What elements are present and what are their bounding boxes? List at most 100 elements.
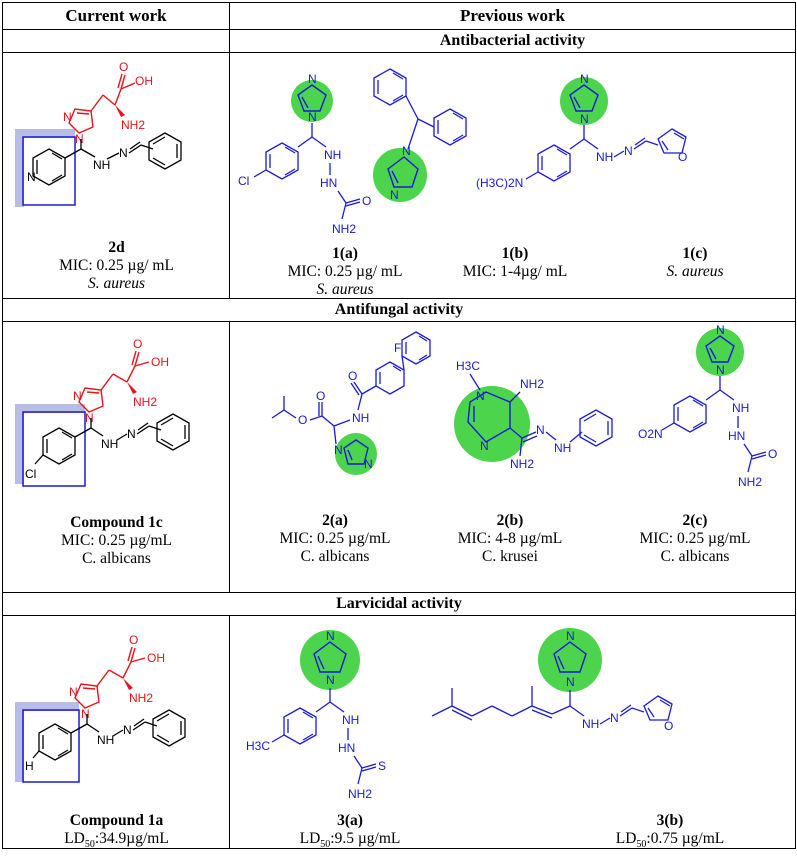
section-antifungal-title-row: Antifungal activity xyxy=(2,298,796,322)
svg-text:N: N xyxy=(127,427,136,441)
svg-text:O: O xyxy=(678,150,687,164)
label-2d: 2d MIC: 0.25 µg/ mL S. aureus xyxy=(59,239,174,292)
svg-text:N: N xyxy=(123,723,132,737)
svg-text:NH2: NH2 xyxy=(738,475,762,489)
header-previous-work: Previous work xyxy=(229,2,796,30)
label-1b: 1(b) MIC: 1-4µg/ mL xyxy=(462,245,568,280)
section-antibacterial-row: N N N O OH xyxy=(2,52,796,299)
svg-text:N: N xyxy=(308,110,317,124)
svg-text:O: O xyxy=(298,413,307,427)
svg-text:(H3C)2N: (H3C)2N xyxy=(476,176,523,190)
svg-text:H3C: H3C xyxy=(246,739,270,753)
label-2a: 2(a) MIC: 0.25 µg/mL C. albicans xyxy=(279,512,391,565)
svg-text:NH: NH xyxy=(596,150,613,164)
svg-text:NH: NH xyxy=(582,717,599,731)
svg-text:N: N xyxy=(81,707,90,721)
svg-text:Cl: Cl xyxy=(25,467,36,481)
svg-text:NH: NH xyxy=(101,437,118,451)
svg-text:N: N xyxy=(390,188,399,202)
svg-text:OH: OH xyxy=(147,651,165,665)
section-larvicidal-row: H N N O OH NH2 xyxy=(2,615,796,849)
svg-text:NH: NH xyxy=(93,158,110,172)
previous-work-larvicidal: N N H3C NH HN S xyxy=(229,615,796,849)
svg-text:F: F xyxy=(394,341,401,355)
svg-text:N: N xyxy=(716,363,725,377)
structure-2d: N N N O OH xyxy=(15,60,182,207)
svg-text:N: N xyxy=(716,323,725,337)
section-larvicidal-title-row: Larvicidal activity xyxy=(2,592,796,616)
label-1a: 1(a) MIC: 0.25 µg/ mL S. aureus xyxy=(287,245,403,298)
svg-text:NH2: NH2 xyxy=(332,222,356,236)
svg-text:NH: NH xyxy=(352,411,369,425)
section-title-antifungal: Antifungal activity xyxy=(2,298,796,322)
svg-text:O: O xyxy=(119,60,128,74)
svg-text:O: O xyxy=(129,633,138,647)
svg-text:NH2: NH2 xyxy=(133,395,157,409)
svg-text:NH: NH xyxy=(554,441,571,455)
svg-text:N: N xyxy=(566,675,575,689)
svg-text:N: N xyxy=(75,132,84,146)
svg-text:O: O xyxy=(348,369,357,383)
svg-text:N: N xyxy=(73,389,82,403)
svg-text:NH2: NH2 xyxy=(520,377,544,391)
header-row: Current work Previous work xyxy=(2,2,796,30)
svg-text:N: N xyxy=(610,711,619,725)
section-antifungal-row: Cl N N O OH NH2 xyxy=(2,321,796,593)
label-1c: 1(c) S. aureus xyxy=(666,245,724,280)
svg-text:NH2: NH2 xyxy=(129,691,153,705)
svg-text:Cl: Cl xyxy=(238,174,249,188)
current-work-antibacterial: N N N O OH xyxy=(2,52,230,299)
section-title-larvicidal: Larvicidal activity xyxy=(2,592,796,616)
svg-text:N: N xyxy=(624,144,633,158)
structures-2a-2b-2c: F O NH O O xyxy=(271,323,777,489)
current-work-antifungal: Cl N N O OH NH2 xyxy=(2,321,230,593)
svg-text:N: N xyxy=(536,423,545,437)
svg-text:O2N: O2N xyxy=(638,427,663,441)
label-2b: 2(b) MIC: 4-8 µg/mL C. krusei xyxy=(457,512,563,565)
svg-text:N: N xyxy=(119,146,128,160)
svg-text:N: N xyxy=(402,144,411,158)
svg-text:N: N xyxy=(326,673,335,687)
svg-text:NH2: NH2 xyxy=(348,787,372,801)
svg-text:NH: NH xyxy=(97,733,114,747)
current-work-larvicidal: H N N O OH NH2 xyxy=(2,615,230,849)
svg-text:N: N xyxy=(580,72,589,86)
svg-text:N: N xyxy=(85,411,94,425)
label-3b: 3(b) LD50:0.75 µg/mL xyxy=(615,812,725,848)
svg-text:HN: HN xyxy=(728,429,745,443)
svg-text:N: N xyxy=(27,170,36,184)
label-2c: 2(c) MIC: 0.25 µg/mL C. albicans xyxy=(639,512,751,565)
svg-text:N: N xyxy=(364,457,373,471)
section-title-antibacterial: Antibacterial activity xyxy=(229,29,796,53)
svg-text:O: O xyxy=(664,719,673,733)
svg-text:HN: HN xyxy=(338,741,355,755)
svg-text:N: N xyxy=(580,112,589,126)
svg-text:S: S xyxy=(378,759,386,773)
structure-compound-1c: Cl N N O OH NH2 xyxy=(15,337,190,487)
svg-text:OH: OH xyxy=(151,355,169,369)
header-current-work: Current work xyxy=(2,2,230,30)
svg-text:NH2: NH2 xyxy=(510,457,534,471)
structure-compound-1a: H N N O OH NH2 xyxy=(15,633,186,783)
svg-text:NH: NH xyxy=(342,713,359,727)
svg-text:N: N xyxy=(566,629,575,643)
label-compound-1a: Compound 1a LD50:34.9µg/mL xyxy=(64,812,169,848)
svg-text:N: N xyxy=(476,389,485,403)
svg-text:NH: NH xyxy=(324,148,341,162)
label-3a: 3(a) LD50:9.5 µg/mL xyxy=(299,812,401,848)
svg-text:N: N xyxy=(326,629,335,643)
section-antibacterial-title-row: Antibacterial activity xyxy=(2,29,796,53)
structures-1a-1b-1c: N N Cl NH HN O xyxy=(238,68,687,236)
svg-text:OH: OH xyxy=(135,74,153,88)
svg-text:N: N xyxy=(69,685,78,699)
svg-text:H: H xyxy=(25,759,34,773)
svg-text:NH2: NH2 xyxy=(121,118,145,132)
svg-text:N: N xyxy=(334,443,343,457)
svg-text:NH: NH xyxy=(732,401,749,415)
svg-text:N: N xyxy=(480,439,489,453)
svg-text:O: O xyxy=(768,447,777,461)
label-compound-1c: Compound 1c MIC: 0.25 µg/mL C. albicans xyxy=(61,514,172,567)
previous-work-antibacterial: N N Cl NH HN O xyxy=(229,52,796,299)
